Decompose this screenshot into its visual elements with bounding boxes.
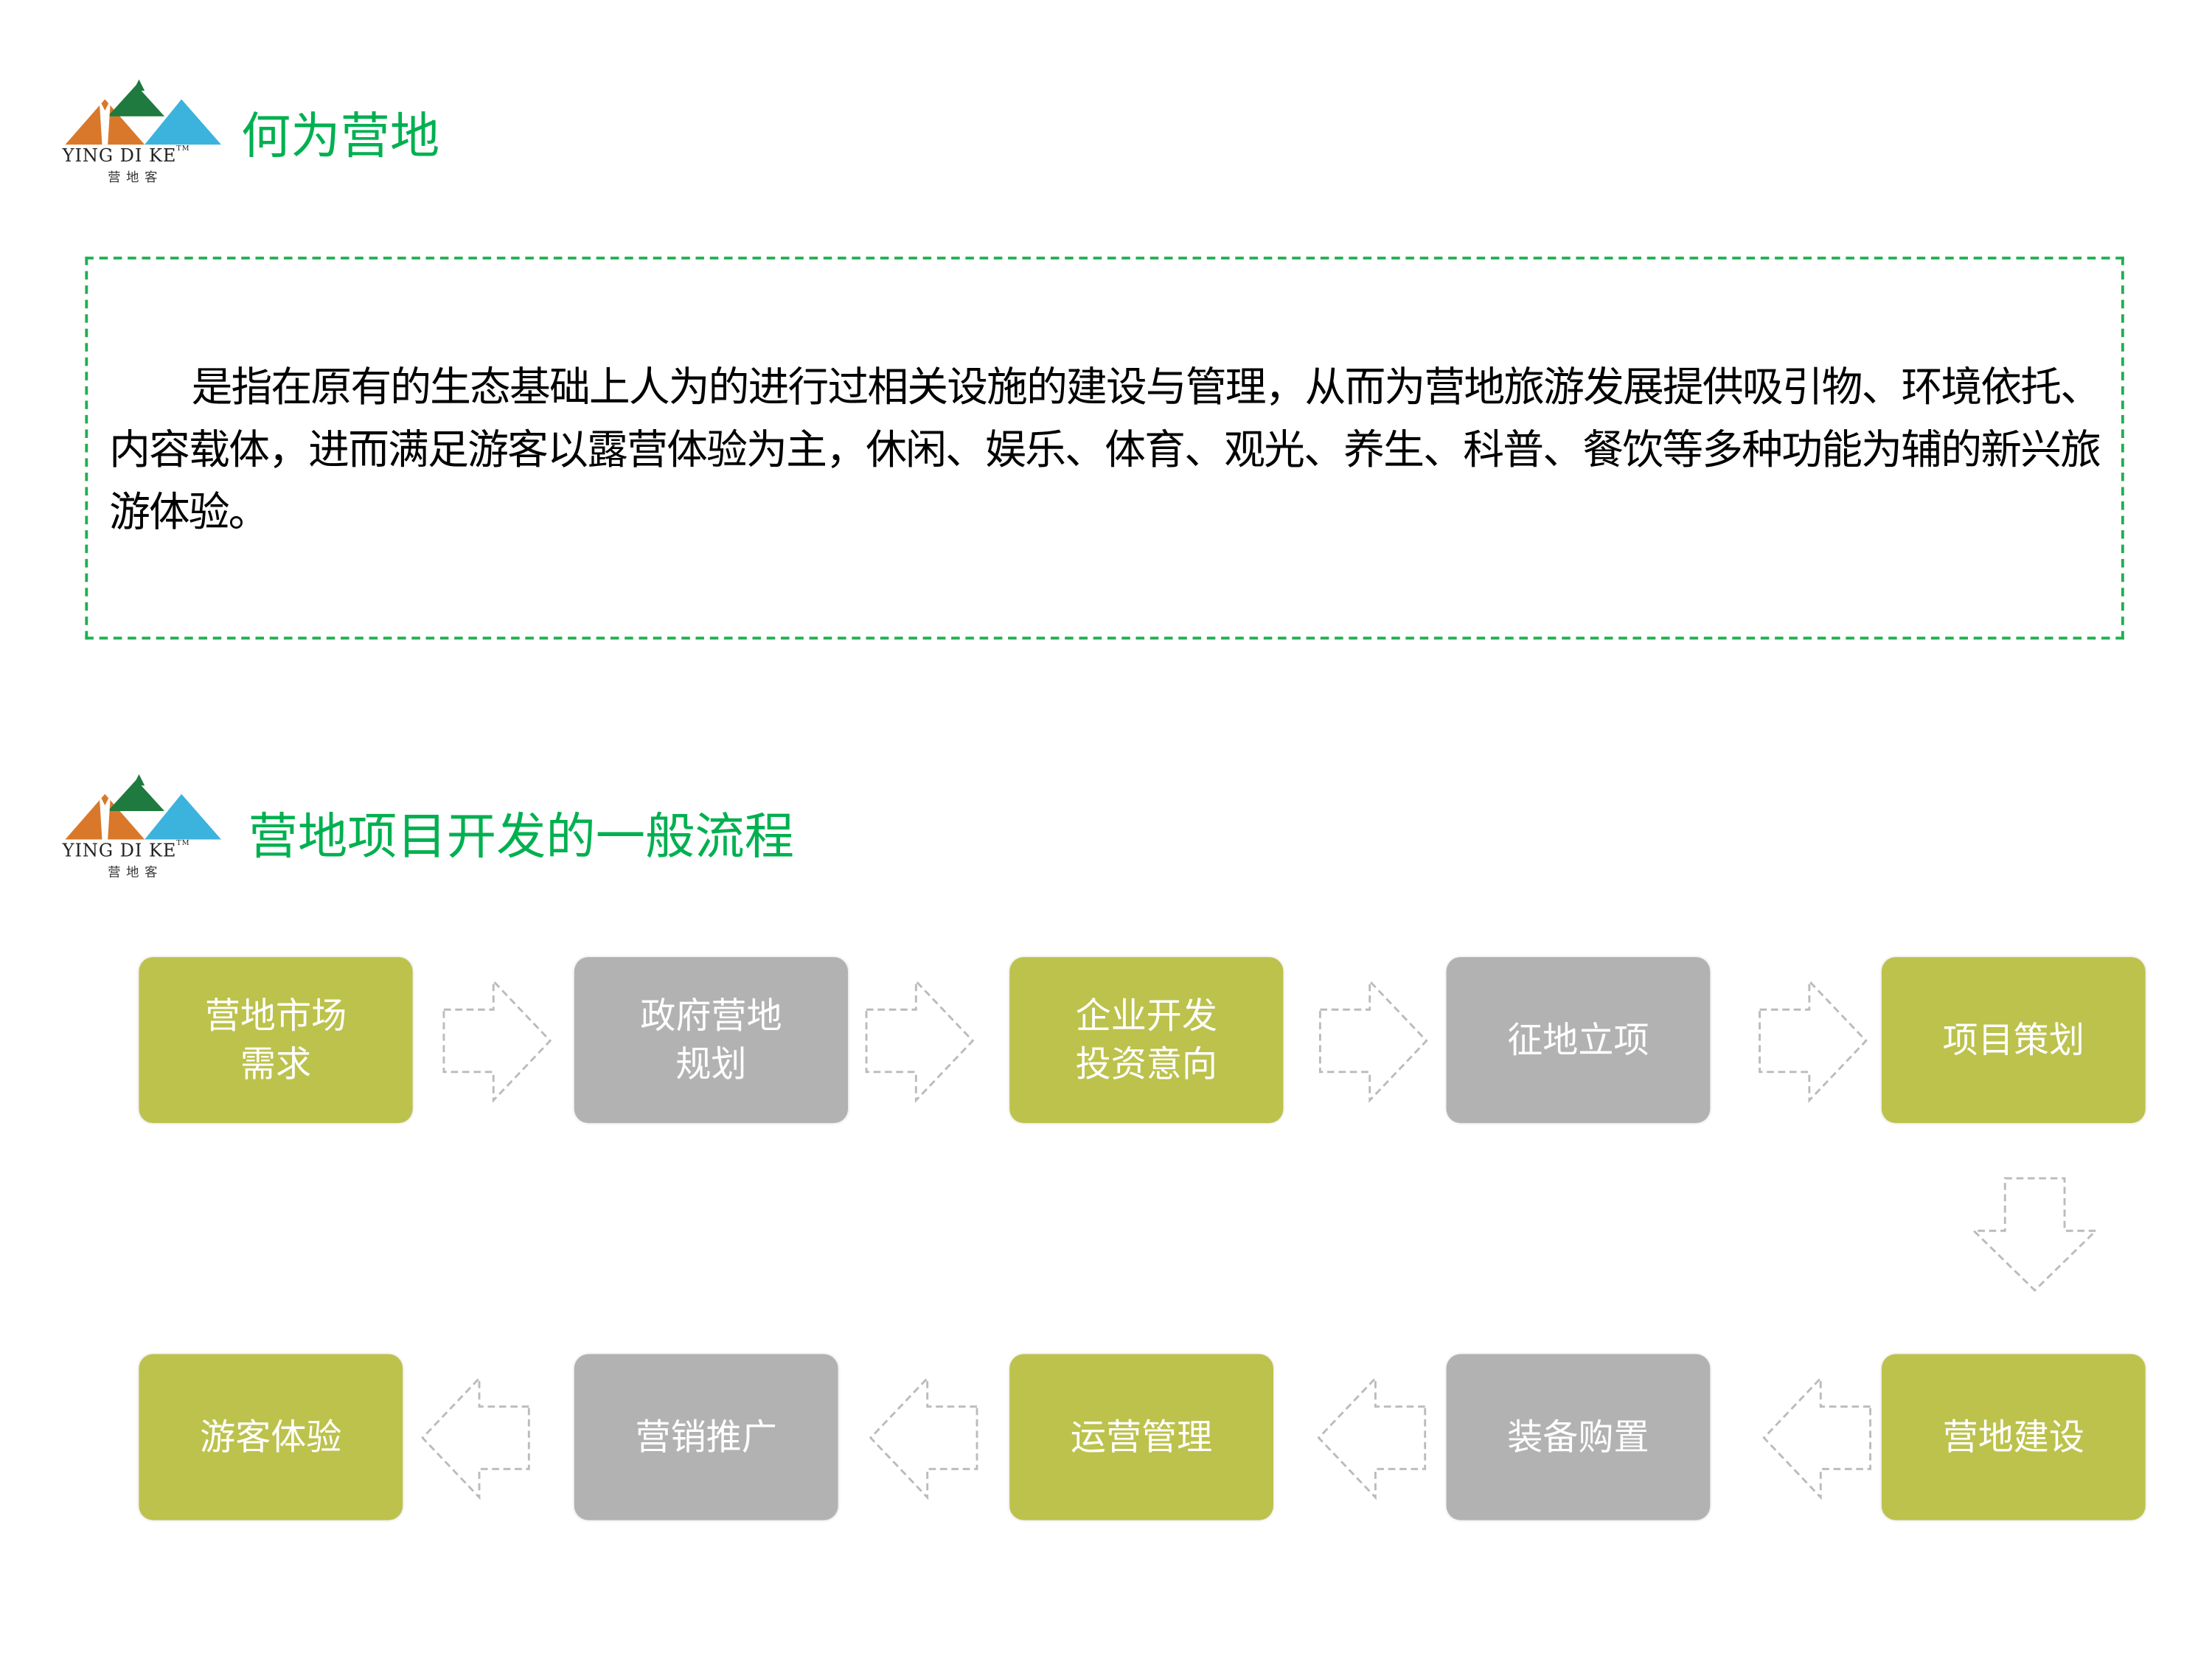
logo-tents-icon bbox=[65, 79, 222, 145]
definition-box: 是指在原有的生态基础上人为的进行过相关设施的建设与管理，从而为营地旅游发展提供吸… bbox=[85, 257, 2124, 640]
logo-text-en: YING DI KETM bbox=[62, 145, 190, 167]
logo-text-cn: 营地客 bbox=[108, 171, 164, 186]
arrow-right-icon bbox=[1318, 978, 1428, 1103]
step-market-demand: 营地市场 需求 bbox=[139, 957, 413, 1124]
arrow-left-icon bbox=[869, 1375, 978, 1500]
section-title-what-is-camp: 何为营地 bbox=[240, 109, 440, 167]
arrow-down-icon bbox=[1971, 1177, 2098, 1293]
step-project-planning: 项目策划 bbox=[1881, 957, 2146, 1124]
step-camp-construction: 营地建设 bbox=[1881, 1354, 2146, 1520]
logo-text-en: YING DI KETM bbox=[62, 839, 190, 861]
step-investment-intent: 企业开发 投资意向 bbox=[1009, 957, 1284, 1124]
arrow-right-icon bbox=[1759, 978, 1868, 1103]
section-title-process: 营地项目开发的一般流程 bbox=[248, 810, 794, 867]
logo-yingdike: YING DI KETM 营地客 bbox=[63, 774, 227, 888]
arrow-right-icon bbox=[865, 978, 975, 1103]
definition-text: 是指在原有的生态基础上人为的进行过相关设施的建设与管理，从而为营地旅游发展提供吸… bbox=[109, 363, 2101, 536]
arrow-left-icon bbox=[1762, 1375, 1872, 1500]
step-marketing: 营销推广 bbox=[574, 1354, 838, 1520]
step-land-approval: 征地立项 bbox=[1446, 957, 1711, 1124]
arrow-left-icon bbox=[1317, 1375, 1427, 1500]
step-government-planning: 政府营地 规划 bbox=[574, 957, 849, 1124]
step-visitor-experience: 游客体验 bbox=[139, 1354, 403, 1520]
arrow-right-icon bbox=[442, 978, 552, 1103]
logo-tents-icon bbox=[65, 774, 222, 840]
step-equipment-purchase: 装备购置 bbox=[1446, 1354, 1711, 1520]
arrow-left-icon bbox=[421, 1375, 530, 1500]
step-operations: 运营管理 bbox=[1009, 1354, 1273, 1520]
logo-yingdike: YING DI KETM 营地客 bbox=[62, 79, 227, 193]
logo-text-cn: 营地客 bbox=[108, 866, 164, 881]
